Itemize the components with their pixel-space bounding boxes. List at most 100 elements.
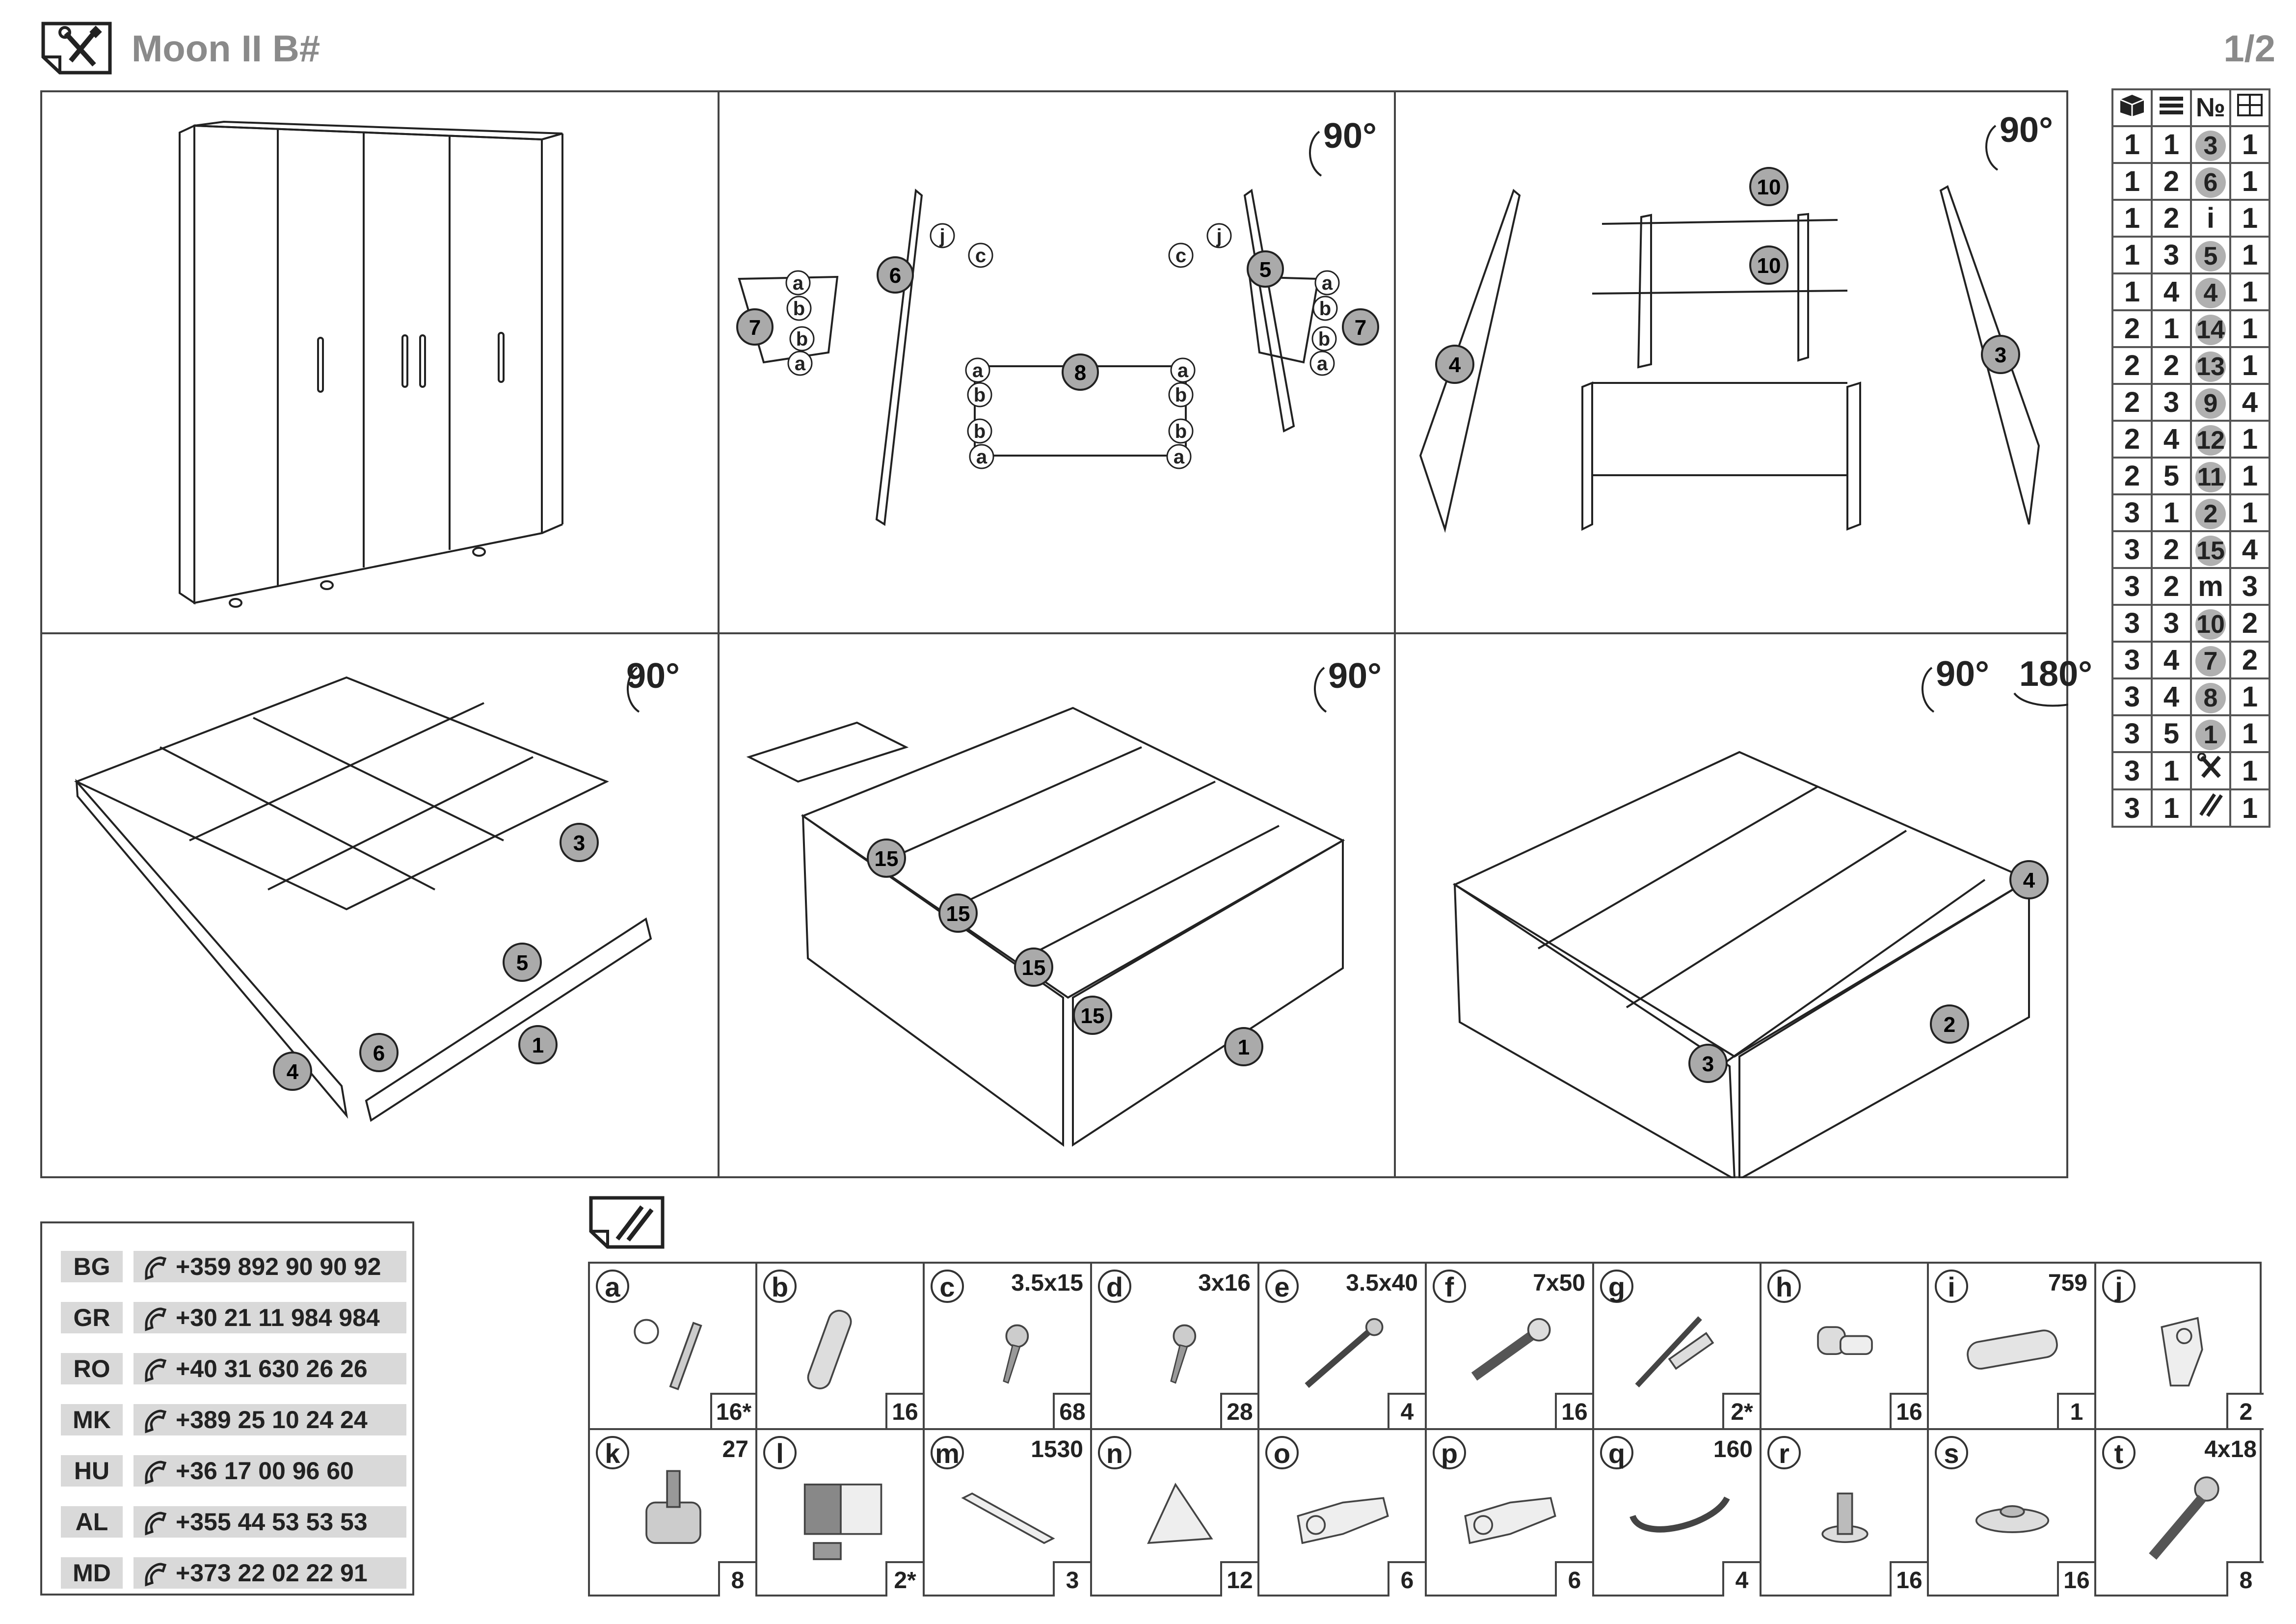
order-cell: 2 — [2151, 162, 2192, 201]
svg-text:b: b — [1318, 328, 1330, 350]
screw-with-plug-icon — [1635, 1316, 1714, 1388]
svg-text:1: 1 — [1238, 1035, 1250, 1059]
part-cell: 11 — [2190, 457, 2231, 495]
order-cell: 1 — [2229, 457, 2270, 495]
svg-text:3: 3 — [1702, 1052, 1714, 1076]
order-cell: 1 — [2151, 309, 2192, 348]
order-cell: 4 — [2151, 420, 2192, 459]
svg-text:a: a — [1174, 446, 1185, 468]
hardware-quantity: 2* — [1722, 1393, 1760, 1428]
order-cell: 2 — [2151, 567, 2192, 606]
layers-icon — [2151, 88, 2192, 127]
hardware-quantity: 4 — [1388, 1393, 1425, 1428]
country-code: RO — [61, 1353, 123, 1384]
phone-number-text: +355 44 53 53 53 — [176, 1508, 368, 1536]
confirmat-screw-icon — [1471, 1318, 1551, 1381]
svg-text:b: b — [796, 328, 808, 350]
hardware-item-g: g 2* — [1594, 1264, 1762, 1430]
order-cell: 2 — [2229, 641, 2270, 679]
hardware-letter: i — [1935, 1270, 1968, 1303]
hardware-letter: k — [596, 1436, 629, 1469]
svg-text:a: a — [972, 360, 984, 381]
order-cell: 2 — [2151, 530, 2192, 569]
svg-text:a: a — [1177, 360, 1189, 381]
phone-number[interactable]: +359 892 90 90 92 — [133, 1251, 406, 1282]
step-6-illustration: 4 2 3 — [1452, 667, 2068, 1178]
part-cell: 6 — [2190, 162, 2231, 201]
svg-text:b: b — [1175, 421, 1187, 442]
hardware-letter: a — [596, 1270, 629, 1303]
hardware-quantity: 8 — [718, 1561, 755, 1597]
wardrobe-illustration — [179, 120, 563, 608]
step-1-wardrobe-overview — [42, 92, 718, 632]
phone-number[interactable]: +30 21 11 984 984 — [133, 1302, 406, 1333]
svg-text:15: 15 — [946, 902, 970, 926]
svg-text:15: 15 — [875, 847, 899, 871]
hardware-quantity: 16 — [885, 1393, 923, 1428]
part-cell: 7 — [2190, 641, 2231, 679]
phone-number[interactable]: +36 17 00 96 60 — [133, 1455, 406, 1487]
svg-text:8: 8 — [1074, 361, 1086, 385]
hardware-letter: o — [1265, 1436, 1299, 1469]
order-cell: 1 — [2111, 125, 2153, 164]
corner-bracket-icon — [1147, 1483, 1213, 1544]
order-cell: 3 — [2111, 788, 2153, 828]
assembly-steps-grid: 90° 6 7 5 7 — [40, 90, 2092, 1178]
hardware-letter: h — [1767, 1270, 1801, 1303]
svg-text:j: j — [1216, 225, 1222, 247]
phone-number[interactable]: +40 31 630 26 26 — [133, 1353, 406, 1384]
order-cell: 4 — [2229, 530, 2270, 569]
hardware-size: 7x50 — [1533, 1270, 1585, 1296]
phone-number[interactable]: +355 44 53 53 53 — [133, 1506, 406, 1538]
order-cell: 4 — [2151, 272, 2192, 311]
phone-number[interactable]: +389 25 10 24 24 — [133, 1404, 406, 1435]
country-code: MK — [61, 1404, 123, 1435]
order-cell: 1 — [2229, 751, 2270, 790]
phone-number[interactable]: +373 22 02 22 91 — [133, 1557, 406, 1589]
hardware-quantity: 8 — [2226, 1561, 2264, 1597]
hardware-letter: q — [1600, 1436, 1633, 1469]
hinge-icon — [1464, 1497, 1556, 1544]
hardware-letter: e — [1265, 1270, 1299, 1303]
rotation-label: 90° — [626, 656, 680, 696]
hardware-letter: g — [1600, 1270, 1633, 1303]
hardware-letter: j — [2102, 1270, 2136, 1303]
order-cell: 2 — [2111, 420, 2153, 459]
part-number-circle: 12 — [2195, 425, 2226, 456]
profile-icon — [961, 1492, 1055, 1544]
hardware-letter: d — [1098, 1270, 1131, 1303]
svg-text:15: 15 — [1022, 956, 1046, 980]
order-cell: 5 — [2151, 714, 2192, 753]
tools-icon — [2197, 753, 2221, 778]
part-number-circle: 2 — [2195, 499, 2226, 529]
phone-number-text: +389 25 10 24 24 — [176, 1406, 368, 1434]
hardware-letter: t — [2102, 1436, 2136, 1469]
order-cell: 3 — [2111, 530, 2153, 569]
svg-text:j: j — [939, 225, 945, 247]
part-number-circle: 4 — [2195, 278, 2226, 308]
hardware-quantity: 16 — [1890, 1561, 1927, 1597]
page-number: 1/2 — [2223, 28, 2275, 70]
wood-dowel-icon — [807, 1310, 852, 1389]
order-cell: 3 — [2111, 677, 2153, 716]
phone-icon — [145, 1563, 167, 1587]
step-2-illustration: 6 7 5 7 8 — [736, 131, 1379, 526]
svg-text:10: 10 — [1757, 175, 1781, 199]
phone-icon — [145, 1512, 167, 1536]
order-cell: 3 — [2151, 604, 2192, 643]
